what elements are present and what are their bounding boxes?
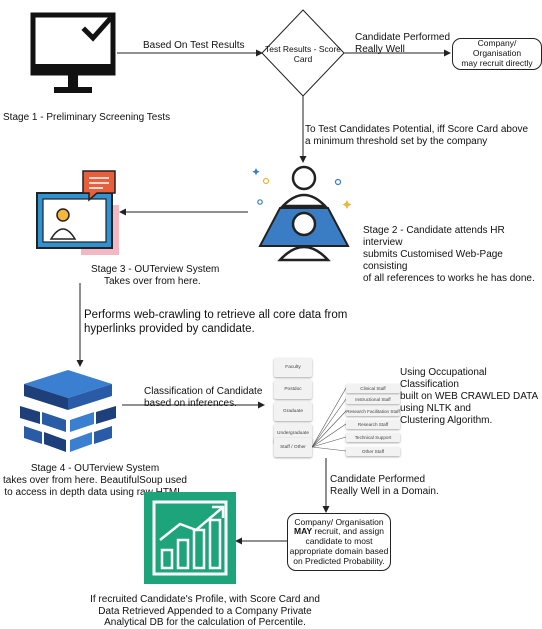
category-card-staff-other: Staff / Other: [274, 438, 312, 457]
monitor-check-icon: [30, 12, 116, 93]
crawl-line2: hyperlinks provided by candidate.: [84, 322, 255, 335]
staff-card-other: Other Staff: [346, 447, 400, 456]
threshold-label: To Test Candidates Potential, iff Score …: [305, 124, 528, 148]
data-stack-icon: [20, 370, 116, 452]
classification-arrow-label: Classification of Candidate based on inf…: [144, 386, 262, 410]
may-recruit-box: Company/ Organisation MAY recruit, and a…: [287, 513, 391, 571]
company-direct-recruit-box: Company/ Organisation may recruit direct…: [452, 38, 542, 70]
occupational-line1: Using Occupational Classification: [400, 367, 487, 390]
may-box-line3: candidate to most: [305, 536, 373, 547]
stage2-caption: Stage 2 - Candidate attends HR interview…: [363, 225, 542, 285]
decision-label-line1: Test Results - Score: [264, 44, 342, 54]
crawl-label: Performs web-crawling to retrieve all co…: [84, 309, 347, 337]
domain-line2: Really Well in a Domain.: [330, 486, 439, 497]
classification-line1: Classification of Candidate: [144, 386, 263, 397]
domain-label: Candidate Performed Really Well in a Dom…: [330, 474, 439, 498]
category-card-postdoc: Postdoc: [274, 380, 312, 399]
company-direct-line1: Company/ Organisation: [472, 38, 522, 59]
stage4-caption: Stage 4 - OUTerview System takes over fr…: [0, 463, 190, 499]
final-line3: Analytical DB for the calculation of Per…: [104, 617, 306, 628]
score-card-decision-diamond: [261, 9, 345, 97]
occupational-label: Using Occupational Classification built …: [400, 367, 542, 427]
stage1-caption: Stage 1 - Preliminary Screening Tests: [3, 112, 171, 123]
decision-label-line2: Card: [293, 54, 313, 65]
threshold-line1: To Test Candidates Potential, iff Score …: [305, 124, 529, 135]
domain-line1: Candidate Performed: [330, 474, 426, 485]
stage3-caption: Stage 3 - OUTerview System Takes over fr…: [91, 264, 219, 288]
direct-arrow-label: Candidate Performed Really Well: [355, 32, 450, 56]
may-box-line5: on Predicted Probability.: [293, 555, 385, 566]
may-box-line1: Company/ Organisation: [294, 516, 384, 527]
stage2-line1: Stage 2 - Candidate attends HR interview: [363, 225, 505, 248]
company-direct-line2: may recruit directly: [461, 57, 533, 68]
staff-card-technical-support: Technical Support: [346, 433, 400, 442]
stage4-line3: to access in depth data using raw HTML.: [4, 487, 186, 498]
threshold-line2: a minimum threshold set by the company: [305, 136, 488, 147]
stage1-arrow-label: Based On Test Results: [143, 40, 245, 51]
staff-card-instructional: Instructional Staff: [346, 395, 400, 404]
occupational-line3: using NLTK and: [400, 403, 471, 414]
staff-card-research-facilitation: Research Facilitation Staff: [346, 407, 400, 416]
stage3-line2: Takes over from here.: [104, 276, 201, 287]
video-call-icon: [36, 170, 119, 255]
staff-card-research: Research Staff: [346, 420, 400, 429]
decision-label: Test Results - Score Card: [262, 44, 344, 64]
occupational-line4: Clustering Algorithm.: [400, 415, 493, 426]
stage3-line1: Stage 3 - OUTerview System: [91, 264, 220, 275]
direct-arrow-label-line2: Really Well: [355, 44, 405, 55]
stage2-line3: of all references to works he has done.: [363, 273, 535, 284]
may-box-may-word: MAY: [294, 526, 313, 537]
crawl-line1: Performs web-crawling to retrieve all co…: [84, 309, 348, 321]
final-caption: If recruited Candidate's Profile, with S…: [74, 594, 336, 629]
stage2-line2: submits Customised Web-Page consisting: [363, 249, 503, 272]
growth-chart-icon: [144, 492, 236, 584]
final-line2: Data Retrieved Appended to a Company Pri…: [98, 605, 312, 617]
interview-people-icon: [252, 165, 352, 262]
may-box-line2: MAY recruit, and assign: [290, 526, 389, 537]
occupational-line2: built on WEB CRAWLED DATA: [400, 391, 539, 402]
category-card-faculty: Faculty: [274, 358, 312, 377]
classification-line2: based on inferences.: [144, 398, 237, 409]
stage4-line2: takes over from here. BeautifulSoup used: [3, 475, 187, 486]
may-box-line2-rest: recruit, and assign: [312, 526, 384, 537]
category-card-graduate: Graduate: [274, 402, 312, 421]
direct-arrow-label-line1: Candidate Performed: [355, 32, 451, 43]
may-box-line4: appropriate domain based: [289, 545, 389, 556]
staff-card-clinical: Clinical Staff: [346, 384, 400, 393]
final-line1: If recruited Candidate's Profile, with S…: [90, 594, 320, 605]
stage4-line1: Stage 4 - OUTerview System: [30, 463, 160, 474]
staff-connector-lines: [311, 387, 347, 452]
